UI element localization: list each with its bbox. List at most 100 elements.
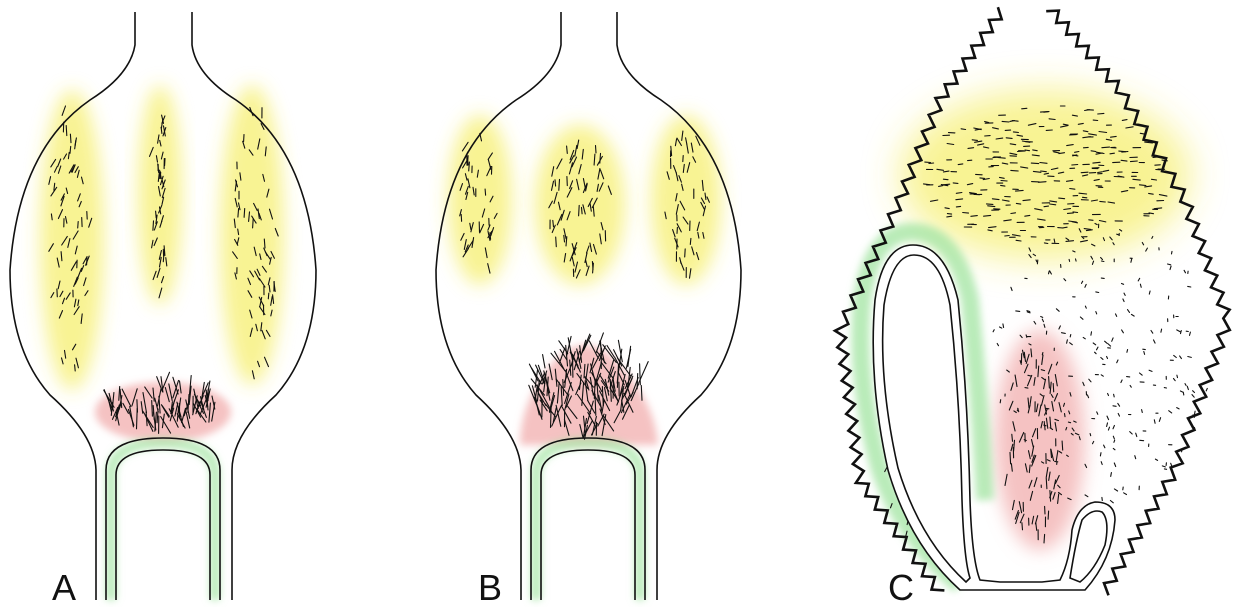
panel-a-zones: [40, 85, 284, 600]
panel-b-inner-tube: [531, 438, 645, 600]
hair-stroke: [640, 364, 641, 385]
panel-c-red-zone: [995, 330, 1085, 550]
hair-stroke: [1070, 343, 1073, 345]
hair-stroke: [929, 163, 934, 164]
hair-stroke: [1066, 241, 1074, 242]
hair-stroke: [1152, 237, 1153, 239]
hair-stroke: [268, 293, 269, 299]
hair-stroke: [1041, 317, 1043, 318]
hair-stroke: [1011, 170, 1018, 171]
hair-stroke: [1093, 441, 1094, 443]
hair-stroke: [1012, 434, 1013, 441]
hair-stroke: [1140, 373, 1143, 375]
hair-stroke: [1142, 410, 1143, 413]
hair-stroke: [1083, 337, 1085, 338]
hair-stroke: [1112, 338, 1113, 341]
hair-stroke: [1049, 119, 1055, 120]
hair-stroke: [1138, 278, 1140, 281]
hair-stroke: [564, 235, 565, 242]
hair-stroke: [1081, 172, 1088, 173]
hair-stroke: [1068, 213, 1074, 214]
hair-stroke: [1062, 441, 1063, 450]
hair-stroke: [1144, 352, 1145, 355]
hair-stroke: [1022, 108, 1027, 109]
hair-stroke: [1192, 395, 1194, 398]
hair-stroke: [1017, 409, 1018, 411]
hair-stroke: [66, 126, 67, 136]
hair-stroke: [1171, 463, 1172, 466]
hair-stroke: [1005, 236, 1009, 237]
hair-stroke: [1097, 412, 1098, 414]
hair-stroke: [1154, 420, 1155, 424]
hair-stroke: [1188, 286, 1191, 287]
hair-stroke: [264, 239, 265, 248]
hair-stroke: [1124, 493, 1127, 495]
hair-stroke: [1110, 501, 1113, 503]
panel-c: C: [835, 7, 1230, 607]
hair-stroke: [1013, 132, 1018, 133]
hair-stroke: [1180, 391, 1183, 392]
hair-stroke: [1190, 332, 1191, 335]
hair-stroke: [1130, 385, 1131, 387]
hair-stroke: [1073, 212, 1078, 213]
hair-stroke: [469, 162, 470, 171]
hair-stroke: [1162, 466, 1165, 467]
hair-stroke: [1154, 340, 1156, 343]
hair-stroke: [1101, 462, 1102, 465]
hair-stroke: [78, 222, 79, 229]
hair-stroke: [75, 365, 76, 371]
hair-stroke: [1044, 324, 1045, 327]
hair-stroke: [1046, 478, 1047, 489]
hair-stroke: [556, 237, 557, 247]
hair-stroke: [1169, 411, 1172, 413]
hair-stroke: [156, 211, 157, 218]
hair-stroke: [1049, 271, 1050, 274]
hair-stroke: [987, 204, 993, 205]
hair-stroke: [70, 146, 71, 153]
hair-stroke: [1184, 270, 1185, 273]
hair-stroke: [152, 401, 153, 417]
hair-stroke: [1083, 382, 1084, 385]
hair-stroke: [1116, 314, 1117, 317]
hair-stroke: [1135, 456, 1136, 459]
hair-stroke: [1114, 463, 1115, 467]
hair-stroke: [1100, 453, 1101, 456]
hair-stroke: [1107, 423, 1108, 427]
hair-stroke: [1140, 284, 1141, 287]
hair-stroke: [1069, 259, 1070, 261]
hair-stroke: [1177, 330, 1181, 332]
hair-stroke: [1108, 344, 1111, 347]
hair-stroke: [1113, 436, 1114, 439]
hair-stroke: [1124, 293, 1125, 295]
hair-stroke: [1044, 206, 1049, 207]
hair-stroke: [1067, 340, 1068, 343]
hair-stroke: [1114, 489, 1117, 491]
hair-stroke: [1102, 147, 1110, 148]
hair-stroke: [1113, 406, 1116, 407]
hair-stroke: [628, 346, 631, 366]
hair-stroke: [1098, 113, 1104, 114]
hair-stroke: [1091, 151, 1096, 152]
hair-stroke: [1151, 331, 1153, 334]
hair-stroke: [980, 178, 985, 179]
hair-stroke: [1180, 356, 1182, 359]
panel-b: B: [436, 12, 741, 607]
hair-stroke: [1089, 379, 1091, 382]
hair-stroke: [1107, 416, 1109, 420]
hair-stroke: [685, 249, 686, 257]
hair-stroke: [1065, 414, 1066, 417]
hair-stroke: [1118, 403, 1120, 406]
hair-stroke: [1114, 394, 1115, 397]
hair-stroke: [1026, 335, 1027, 337]
hair-stroke: [1152, 179, 1157, 180]
panel-a: A: [10, 12, 316, 607]
hair-stroke: [1087, 395, 1088, 398]
hair-stroke: [543, 355, 545, 368]
hair-stroke: [1193, 391, 1195, 393]
hair-stroke: [1036, 260, 1037, 262]
hair-stroke: [485, 189, 486, 195]
hair-stroke: [1006, 138, 1012, 139]
hair-stroke: [1118, 414, 1119, 417]
panel-a-inner-tube: [106, 438, 220, 600]
